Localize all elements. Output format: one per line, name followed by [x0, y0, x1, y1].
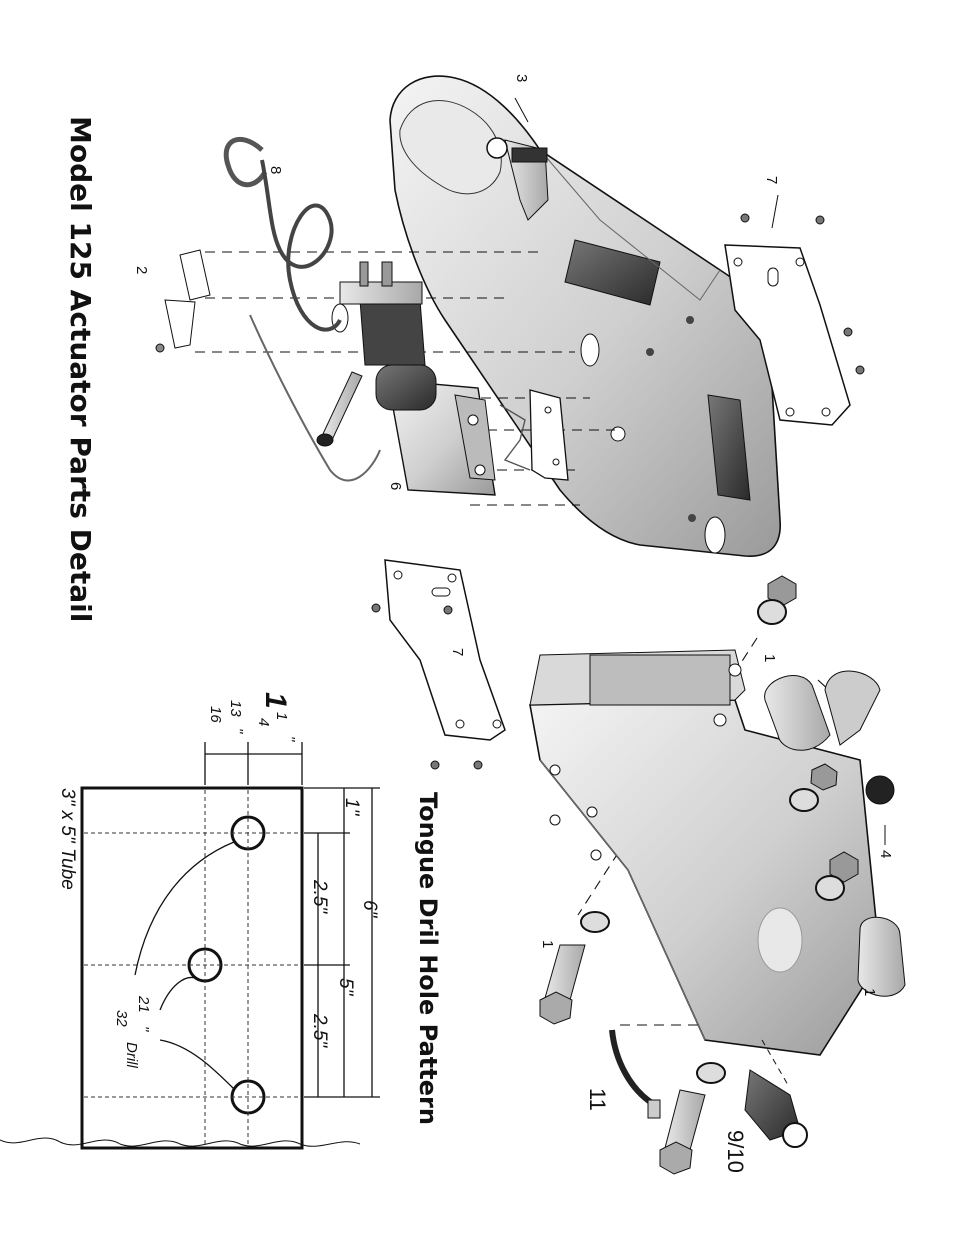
drill-leader-arrows — [134, 841, 236, 1091]
callout-7-top: 7 — [763, 176, 780, 185]
coupler-latch — [486, 137, 549, 221]
emergency-brake-lever — [155, 249, 211, 353]
callout-2: 2 — [133, 266, 150, 275]
dim-6-inch: 6" — [359, 900, 380, 918]
callout-7-mid: 7 — [449, 648, 466, 657]
dim-1-1-4-den: 4 — [255, 718, 272, 727]
access-plate-side — [384, 559, 506, 741]
centerlines — [84, 790, 300, 1146]
dimension-lines — [204, 742, 380, 1098]
lower-bolt — [659, 1062, 726, 1175]
dim-13-16-inch: " — [229, 728, 246, 734]
drill-size-den: 32 — [113, 1010, 130, 1027]
tongue-title: Tongue Dril Hole Pattern — [414, 792, 442, 1125]
callout-8: 8 — [267, 166, 284, 175]
brake-hose — [609, 1029, 661, 1119]
dim-1-1-4-whole: 1 — [259, 692, 292, 709]
callout-3: 3 — [513, 74, 530, 83]
pivot-bolt — [539, 911, 610, 1025]
drill-pattern-tube — [0, 786, 361, 1150]
dim-1-inch: 1" — [341, 798, 362, 816]
tube-size-label: 3" x 5" Tube — [57, 788, 78, 890]
access-plate-top — [724, 244, 851, 426]
tongue-channel — [529, 649, 881, 1056]
drill-size-num: 21 — [135, 996, 152, 1013]
dim-1-1-4-inch: " — [281, 736, 298, 742]
lockout-solenoid — [744, 1069, 808, 1148]
screws-top — [740, 213, 865, 375]
callout-4: 4 — [877, 850, 894, 859]
callout-1-right: 1 — [861, 988, 878, 997]
dim-1-1-4-num: 1 — [273, 712, 290, 721]
dim-2-5-inch-top: 2.5" — [309, 880, 330, 914]
dim-13-16-den: 16 — [207, 706, 224, 723]
drill-size-inch: " — [135, 1026, 152, 1032]
callout-1-top: 1 — [761, 654, 778, 663]
pivot-pin — [316, 371, 363, 447]
callout-6: 6 — [387, 482, 404, 491]
dim-5-inch: 5" — [335, 978, 356, 996]
drill-label: Drill — [123, 1042, 140, 1068]
safety-chain-cable — [223, 136, 381, 482]
dim-2-5-inch-bottom: 2.5" — [309, 1014, 330, 1048]
actuator-housing — [389, 75, 781, 557]
callout-9-10: 9/10 — [723, 1130, 748, 1173]
mounting-bracket — [499, 389, 569, 481]
bushings-and-nuts — [757, 575, 906, 997]
screws-side — [371, 603, 483, 770]
master-cylinder — [331, 261, 496, 496]
callout-1-left: 1 — [539, 940, 556, 949]
main-title: Model 125 Actuator Parts Detail — [64, 116, 97, 623]
callout-11: 11 — [585, 1088, 610, 1111]
dim-13-16-num: 13 — [227, 700, 244, 717]
